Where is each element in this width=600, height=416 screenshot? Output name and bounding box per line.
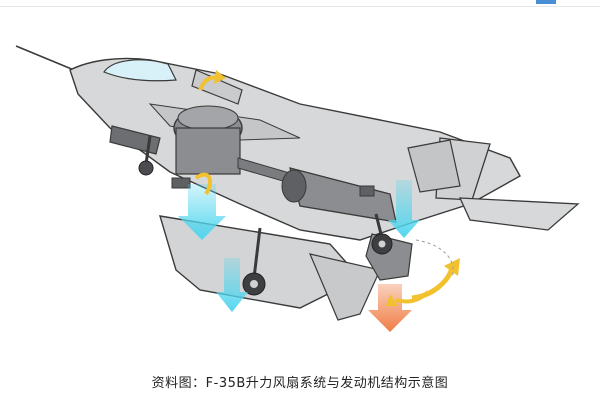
f35b-lift-system-diagram	[15, 45, 580, 332]
canopy	[103, 59, 177, 82]
roll-post-left	[171, 177, 191, 189]
main-gear-left-strut	[252, 227, 262, 279]
main-wing	[159, 215, 362, 309]
lift-fan-top	[177, 105, 239, 131]
nozzle-exhaust-arrow	[368, 284, 412, 332]
main-gear-right-hub	[378, 240, 386, 248]
exhaust-swivel-arrowhead	[386, 294, 398, 306]
nozzle-ghost-outline	[415, 239, 454, 279]
fan-downwash-arrow	[178, 184, 226, 240]
vertical-tail-right	[407, 139, 461, 193]
roll-post-left-arrow	[216, 258, 248, 312]
fan-door	[191, 69, 243, 105]
roll-post-right-arrow	[388, 180, 420, 238]
nose-gear-wheel	[138, 160, 154, 176]
top-right-button[interactable]	[536, 0, 556, 4]
nozzle-rotation-arrowhead	[444, 258, 460, 276]
engine-front	[281, 169, 307, 203]
fan-clutch-rotation-arrow	[194, 172, 213, 196]
inlet-airflow-arrowhead	[214, 70, 226, 84]
exhaust-swivel-arrow	[395, 290, 430, 304]
roll-post-right	[359, 185, 375, 197]
figure-caption: 资料图：F-35B升力风扇系统与发动机结构示意图	[151, 376, 449, 391]
nose-gear-strut	[144, 135, 152, 165]
main-gear-left-hub	[250, 280, 258, 288]
nozzle-rotation-arrow	[411, 267, 455, 301]
lift-fan-body	[175, 127, 241, 175]
horizontal-stabilizer	[458, 197, 580, 231]
nose-probe	[15, 45, 75, 71]
lower-fin	[308, 253, 381, 321]
page-top-bar	[0, 0, 600, 7]
